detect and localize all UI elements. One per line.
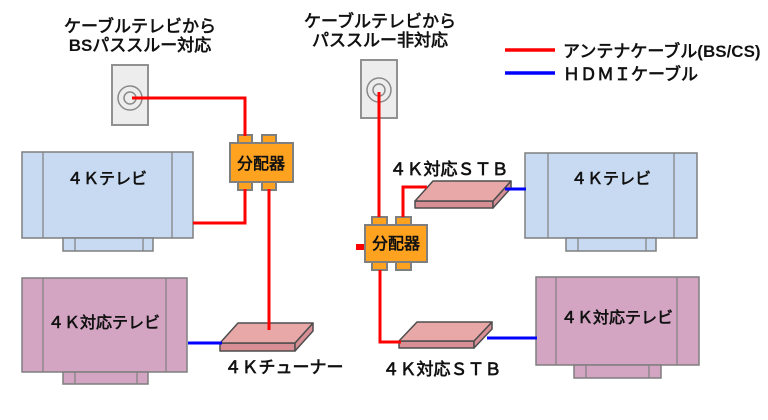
tv-body: [535, 276, 700, 366]
tv-stand: [62, 237, 154, 252]
tv-4k-right: ４Ｋテレビ: [524, 152, 698, 252]
left-source-label-line1: ケーブルテレビから: [64, 16, 216, 36]
stb-label: ４Ｋ対応ＳＴＢ: [383, 359, 502, 379]
right-setup: ケーブルテレビから パススルー非対応 ４Ｋテレビ ４Ｋ対応テレビ: [304, 11, 700, 379]
tv-body: [21, 277, 188, 373]
tv-label: ４Ｋ対応テレビ: [561, 308, 673, 327]
right-source-label-line2: パススルー非対応: [312, 30, 448, 50]
stb-4k-top: ４Ｋ対応ＳＴＢ: [390, 159, 512, 209]
tv-4k-left: ４Ｋテレビ: [21, 151, 194, 252]
left-setup: ケーブルテレビから BSパススルー対応 ４Ｋテレビ ４Ｋ対応テレビ: [21, 16, 344, 385]
legend-hdmi-label: ＨＤＭＩケーブル: [563, 64, 698, 84]
splitter-label: 分配器: [237, 155, 286, 173]
tuner-4k: ４Ｋチューナー: [219, 322, 344, 377]
tv-4k-compatible-left: ４Ｋ対応テレビ: [21, 277, 188, 385]
antenna-cable-splitter-to-stb-top: [401, 185, 427, 217]
tv-4k-compatible-right: ４Ｋ対応テレビ: [535, 276, 700, 379]
tv-body: [524, 152, 698, 239]
legend: アンテナケーブル(BS/CS) ＨＤＭＩケーブル: [505, 41, 761, 84]
splitter-right: 分配器: [356, 216, 428, 271]
stb-top-face: [414, 180, 512, 202]
antenna-cable-splitter-to-tv: [193, 189, 247, 225]
tv-label: ４Ｋテレビ: [571, 170, 651, 188]
tuner-label: ４Ｋチューナー: [225, 358, 344, 377]
tv-stand: [573, 364, 662, 379]
splitter-label: 分配器: [372, 235, 421, 253]
tv-label: ４Ｋテレビ: [67, 170, 147, 188]
right-source-label-line1: ケーブルテレビから: [304, 11, 456, 31]
outlet-plate: [111, 64, 149, 126]
splitter-left: 分配器: [229, 134, 294, 191]
stb-front-face: [414, 200, 494, 209]
stb-front-face: [398, 340, 475, 349]
wall-outlet-left: [111, 64, 149, 126]
antenna-cable-splitter-to-stb-bottom: [378, 270, 401, 344]
splitter-body: [229, 142, 294, 183]
legend-antenna-label: アンテナケーブル(BS/CS): [563, 41, 761, 61]
splitter-body: [364, 224, 428, 263]
tv-stand: [62, 371, 149, 385]
tv-stand: [565, 237, 657, 252]
stb-label: ４Ｋ対応ＳＴＢ: [390, 159, 509, 179]
splitter-port-stub: [356, 244, 365, 250]
left-source-label-line2: BSパススルー対応: [69, 35, 212, 55]
antenna-cable-outlet-to-splitter: [132, 96, 247, 136]
stb-4k-bottom: ４Ｋ対応ＳＴＢ: [383, 321, 502, 379]
tuner-front-face: [219, 342, 296, 352]
tuner-top-face: [219, 322, 314, 344]
tv-body: [21, 151, 194, 239]
stb-top-face: [398, 321, 493, 342]
tv-label: ４Ｋ対応テレビ: [48, 313, 160, 332]
